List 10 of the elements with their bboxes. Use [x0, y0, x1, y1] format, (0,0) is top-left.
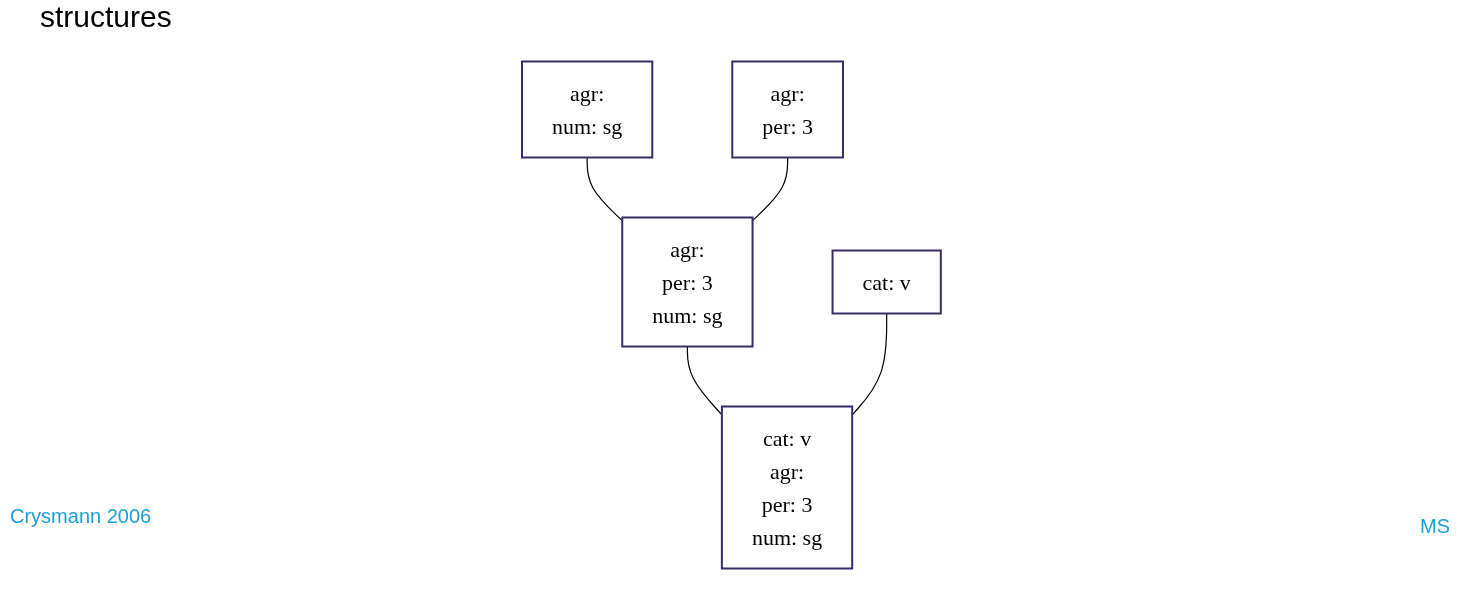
connector: [752, 156, 789, 222]
node-box: agr: per: 3 num: sg: [621, 216, 754, 348]
node-box: cat: v: [831, 249, 942, 315]
title: structures: [40, 0, 172, 34]
footer-text: MS: [1420, 515, 1450, 538]
node-box: cat: v agr: per: 3 num: sg: [721, 405, 854, 570]
node-box: agr: per: 3: [731, 60, 845, 159]
footer-text: Crysmann 2006: [10, 505, 152, 528]
node-box: agr: num: sg: [521, 60, 654, 159]
connector: [586, 156, 623, 222]
